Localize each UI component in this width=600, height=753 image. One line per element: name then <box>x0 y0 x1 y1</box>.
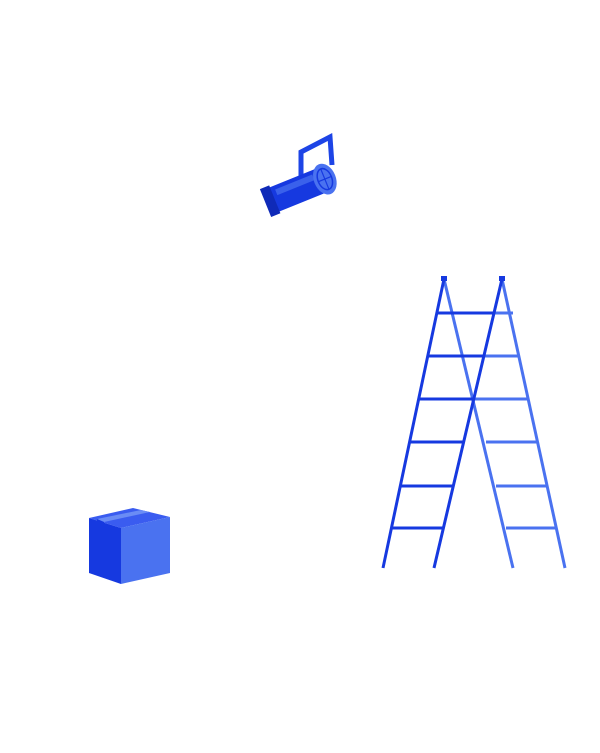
spotlight-icon <box>259 133 337 217</box>
ladder-back-frame <box>442 278 567 569</box>
ladder-front-frame <box>381 278 504 569</box>
step-ladder-icon <box>381 276 567 569</box>
cardboard-box-icon <box>89 508 170 584</box>
